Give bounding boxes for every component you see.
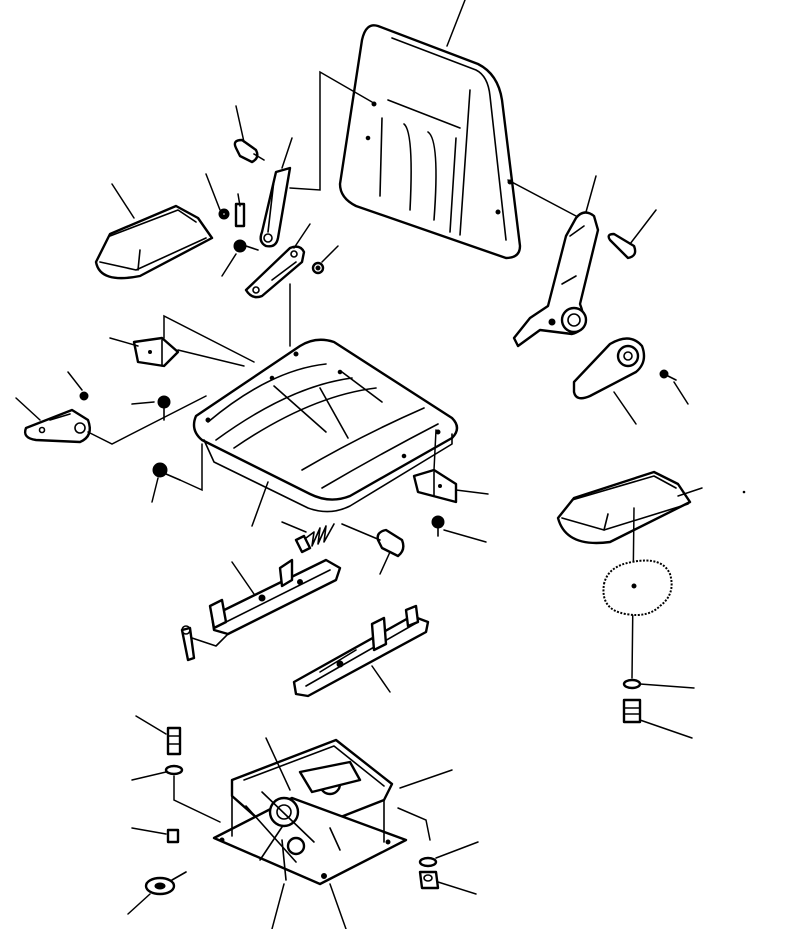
right-armrest-pad [556, 470, 692, 545]
side-lever [23, 408, 91, 444]
recliner-lever [572, 337, 646, 400]
front-bracket [132, 336, 180, 368]
left-armrest-pad [94, 204, 214, 280]
left-hinge-plate [244, 245, 306, 299]
slide-rail-left [180, 558, 342, 662]
seat-back [338, 24, 522, 260]
suspension-base [212, 738, 408, 886]
seat-back-leader [446, 0, 466, 47]
armrest-mount-plate [602, 559, 673, 616]
base-hardware-right [418, 856, 440, 890]
left-pivot-arm [259, 166, 292, 248]
cushion-bolts [79, 391, 445, 558]
seat-cushion [192, 338, 459, 513]
base-hardware-left [144, 726, 187, 896]
slide-rail-right [292, 604, 430, 698]
coil-spring [294, 523, 335, 554]
hardware-bolts-washers-nuts [218, 138, 325, 275]
rear-bracket [412, 468, 458, 504]
recliner-bolt [607, 232, 637, 260]
armrest-hardware [622, 678, 642, 724]
recliner-bracket [512, 211, 600, 348]
recliner-screw [659, 369, 677, 381]
